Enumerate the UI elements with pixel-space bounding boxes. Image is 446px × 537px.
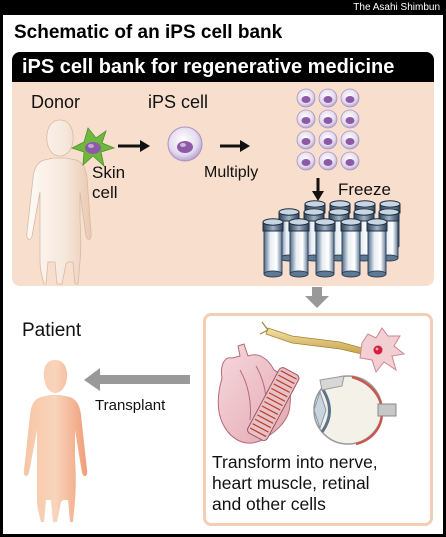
grid-cell — [340, 109, 360, 129]
skin-cell-label-line2: cell — [92, 183, 118, 202]
eye-icon — [313, 375, 397, 446]
transform-text: Transform into nerve, heart muscle, reti… — [212, 452, 378, 515]
arrow-transplant — [84, 368, 190, 391]
ips-cell-icon — [167, 126, 203, 162]
tube — [314, 218, 336, 278]
grid-cell — [318, 151, 338, 171]
donor-label: Donor — [31, 92, 81, 112]
ips-cell-label: iPS cell — [148, 92, 209, 112]
grid-cell — [296, 88, 316, 108]
arrow-skin-to-ips — [118, 140, 150, 152]
transplant-label: Transplant — [95, 397, 166, 414]
transform-text-line1: Transform into nerve, — [212, 452, 378, 472]
freeze-label: Freeze — [338, 180, 391, 199]
grid-cell — [340, 88, 360, 108]
bank-panel-header: iPS cell bank for regenerative medicine — [12, 52, 434, 82]
grid-cell — [296, 130, 316, 150]
grid-cell — [340, 130, 360, 150]
tube — [262, 218, 284, 278]
skin-cell-label-line1: Skin — [92, 163, 126, 182]
transform-text-line3: and other cells — [212, 494, 326, 514]
arrow-bank-to-transform — [305, 287, 329, 308]
grid-cell — [340, 151, 360, 171]
skin-cell-icon — [70, 127, 116, 168]
grid-cell — [318, 88, 338, 108]
heart-icon — [217, 343, 300, 444]
arrow-to-freeze — [312, 178, 324, 201]
grid-cell — [296, 109, 316, 129]
transform-text-line2: heart muscle, retinal — [212, 473, 370, 493]
arrow-ips-to-multiply — [220, 140, 250, 152]
tube — [340, 218, 362, 278]
grid-cell — [296, 151, 316, 171]
patient-label: Patient — [22, 320, 82, 341]
skin-cell-label: Skin cell — [92, 163, 125, 203]
grid-cell — [318, 109, 338, 129]
cell-grid-icon — [296, 88, 360, 171]
tube — [288, 218, 310, 278]
multiply-label: Multiply — [204, 164, 259, 181]
donor-silhouette-icon — [26, 119, 92, 285]
tube — [366, 218, 388, 278]
nerve-cell-icon — [259, 321, 406, 374]
patient-silhouette-icon — [23, 360, 88, 522]
tube-rack-icon — [262, 200, 401, 278]
grid-cell — [318, 130, 338, 150]
infographic-title: Schematic of an iPS cell bank — [14, 22, 283, 43]
credit-line: The Asahi Shimbun — [353, 2, 440, 13]
